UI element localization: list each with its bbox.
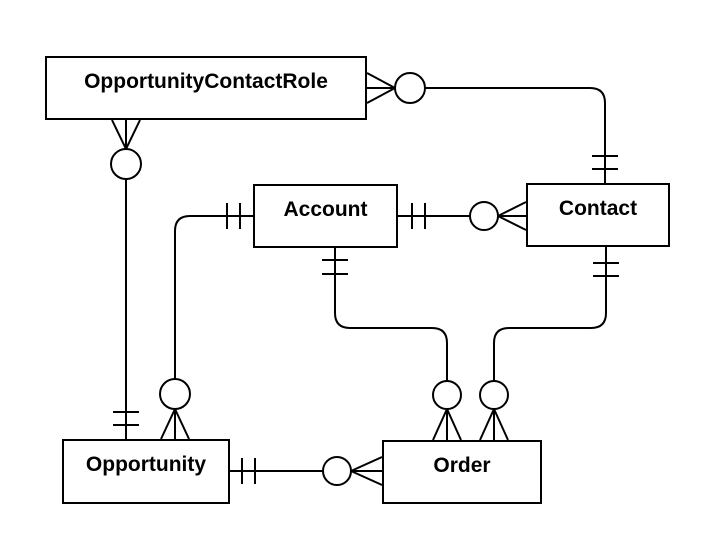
zero-circle-icon: [479, 380, 509, 410]
one-and-only-one-ticks-icon: [322, 259, 348, 275]
entity-label: Order: [433, 454, 491, 477]
one-and-only-one-ticks-icon: [241, 458, 256, 484]
entity-label: Account: [283, 198, 368, 221]
one-and-only-one-ticks-icon: [226, 203, 241, 229]
connector-opportunity-order: [230, 456, 383, 486]
zero-circle-icon: [469, 201, 499, 231]
entity-label: Opportunity: [85, 453, 207, 476]
entity-order: Order: [382, 440, 542, 504]
one-and-only-one-ticks-icon: [592, 155, 618, 170]
connector-line: [334, 248, 448, 381]
connector-line: [425, 87, 606, 183]
zero-circle-icon: [322, 456, 352, 486]
zero-circle-icon: [110, 148, 142, 180]
connector-contact-opportunitycontactrole: [366, 72, 618, 183]
connector-account-order: [322, 248, 462, 441]
one-and-only-one-ticks-icon: [411, 203, 426, 229]
connector-account-opportunity: [159, 203, 253, 440]
entity-contact: Contact: [526, 183, 670, 247]
connector-line: [493, 247, 607, 381]
connector-account-contact: [398, 201, 527, 231]
connector-contact-order: [479, 247, 619, 441]
many-crowfoot-icon: [366, 72, 396, 104]
connector-opportunity-opportunitycontactrole: [110, 119, 142, 439]
one-and-only-one-ticks-icon: [593, 262, 619, 277]
many-crowfoot-icon: [111, 119, 141, 150]
zero-circle-icon: [159, 378, 191, 410]
entity-label: Contact: [558, 197, 638, 220]
many-crowfoot-icon: [497, 201, 527, 231]
entity-account: Account: [253, 184, 398, 248]
many-crowfoot-icon: [479, 408, 509, 441]
many-crowfoot-icon: [432, 408, 462, 441]
many-crowfoot-icon: [160, 408, 190, 440]
entity-opportunitycontactrole: OpportunityContactRole: [45, 56, 367, 120]
zero-circle-icon: [394, 72, 426, 104]
connector-line: [174, 215, 253, 379]
zero-circle-icon: [432, 380, 462, 410]
entity-label: OpportunityContactRole: [84, 70, 328, 93]
entity-opportunity: Opportunity: [62, 439, 230, 504]
one-and-only-one-ticks-icon: [113, 411, 139, 426]
many-crowfoot-icon: [350, 456, 383, 486]
